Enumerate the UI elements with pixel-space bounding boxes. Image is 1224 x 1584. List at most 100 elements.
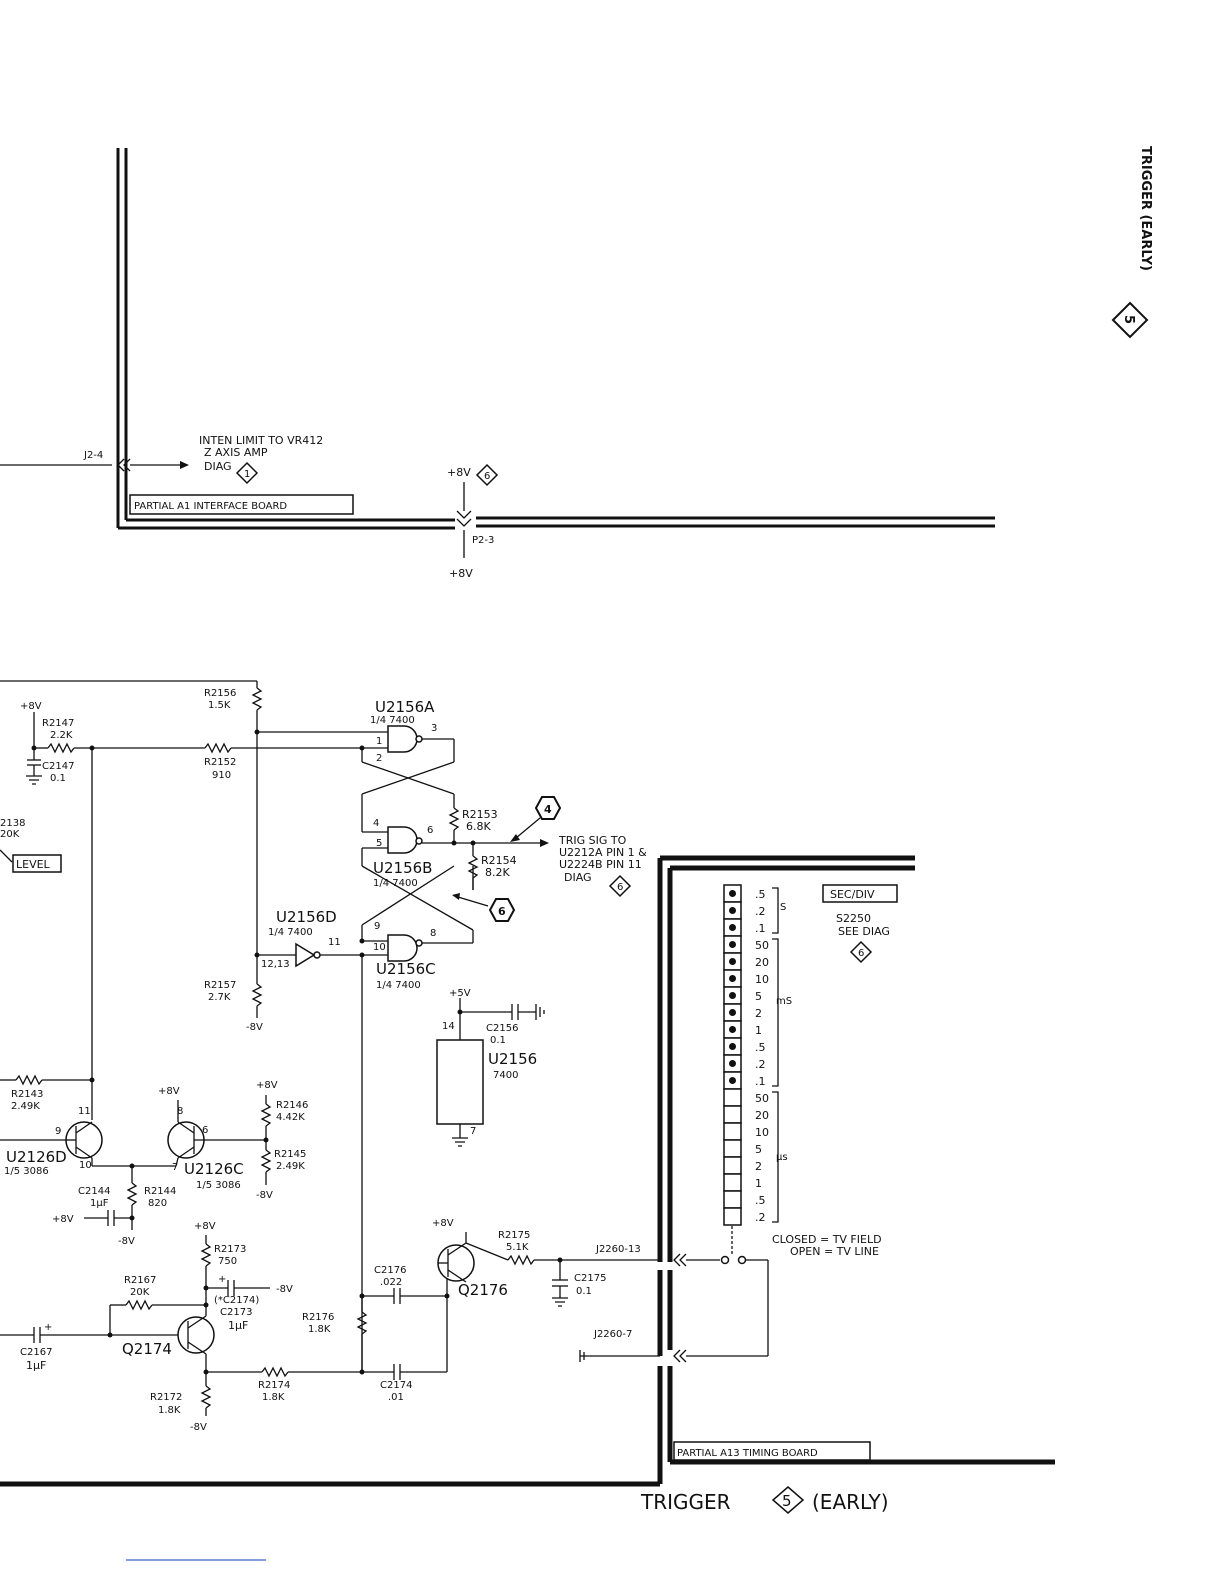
c2147-ref: C2147 <box>42 761 74 772</box>
pin-a2: 2 <box>376 753 382 764</box>
j2-4-label: J2-4 <box>83 450 103 461</box>
interface-board-bus <box>0 148 995 530</box>
inten-limit-text: INTEN LIMIT TO VR412 <box>199 434 323 447</box>
switch-cell <box>723 1190 742 1209</box>
interface-board-label: PARTIAL A1 INTERFACE BOARD <box>134 501 287 512</box>
switch-step-label: 5 <box>755 1143 762 1156</box>
trig-diag-badge: 6 <box>608 874 632 898</box>
tp6-number: 6 <box>498 905 506 918</box>
u2126c-val: 1/5 3086 <box>196 1180 241 1191</box>
r2157-val: 2.7K <box>208 992 231 1003</box>
p8v-q2176-label: +8V <box>432 1218 454 1229</box>
c2173-plus: + <box>218 1274 226 1285</box>
bottom-title-number: 5 <box>782 1492 792 1510</box>
u2156b-type: 1/4 7400 <box>373 878 418 889</box>
switch-contact-dot <box>729 975 736 982</box>
c2147-val: 0.1 <box>50 773 66 784</box>
unit-ms: mS <box>776 996 792 1007</box>
switch-cell <box>723 1156 742 1175</box>
c2173-alt: (*C2174) <box>214 1295 259 1306</box>
pin-c9: 9 <box>374 921 380 932</box>
s2250-diag-number: 6 <box>858 948 864 959</box>
r2173-ref: R2173 <box>214 1244 246 1255</box>
pin-b5: 5 <box>376 838 382 849</box>
u2156-ref: U2156 <box>488 1050 537 1068</box>
r2176-ref: R2176 <box>302 1312 334 1323</box>
level-box <box>12 854 62 873</box>
switch-contact-dot <box>729 1077 736 1084</box>
u2156a-type: 1/4 7400 <box>370 715 415 726</box>
r2154-val: 8.2K <box>485 866 510 879</box>
r2138-ref: 2138 <box>0 818 25 829</box>
switch-step-label: 1 <box>755 1024 762 1037</box>
c2175-val: 0.1 <box>576 1286 592 1297</box>
switch-step-label: .5 <box>755 1194 766 1207</box>
tp6-badge: 6 <box>488 898 516 922</box>
p2-3-label: P2-3 <box>472 535 494 546</box>
inten-diag-number: 1 <box>244 469 250 480</box>
c2176-ref: C2176 <box>374 1265 406 1276</box>
switch-step-label: .2 <box>755 1211 766 1224</box>
pin-c10: 10 <box>373 942 386 953</box>
z-axis-amp-text: Z AXIS AMP <box>204 446 268 459</box>
switch-step-label: 20 <box>755 956 769 969</box>
r2143-val: 2.49K <box>11 1101 40 1112</box>
switch-range-bracket <box>772 1091 779 1223</box>
tv-field-text: CLOSED = TV FIELD <box>772 1233 882 1246</box>
switch-cell <box>723 1105 742 1124</box>
tp4-badge: 4 <box>534 796 562 820</box>
tv-line-text: OPEN = TV LINE <box>790 1245 879 1258</box>
level-label: LEVEL <box>16 858 51 871</box>
switch-contact-dot <box>729 1009 736 1016</box>
m8v-e-label: -8V <box>190 1422 207 1433</box>
switch-step-label: 10 <box>755 973 769 986</box>
s2250-ref: S2250 <box>836 912 871 925</box>
switch-step-label: .5 <box>755 1041 766 1054</box>
r2146-ref: R2146 <box>276 1100 308 1111</box>
switch-contact-dot <box>729 907 736 914</box>
switch-cell <box>723 1088 742 1107</box>
m8v-d-label: -8V <box>276 1284 293 1295</box>
r2147-val: 2.2K <box>50 730 73 741</box>
r2145-val: 2.49K <box>276 1161 305 1172</box>
switch-contact-dot <box>729 941 736 948</box>
c2144-ref: C2144 <box>78 1186 110 1197</box>
c2156-ref: C2156 <box>486 1023 518 1034</box>
timing-board-label: PARTIAL A13 TIMING BOARD <box>677 1448 818 1459</box>
r2156-ref: R2156 <box>204 688 236 699</box>
c2144-val: 1µF <box>90 1198 109 1209</box>
r2152-ref: R2152 <box>204 757 236 768</box>
unit-s: S <box>780 902 786 913</box>
r2157-ref: R2157 <box>204 980 236 991</box>
trig-diag-number: 6 <box>617 882 623 893</box>
r2144-val: 820 <box>148 1198 167 1209</box>
r2156-val: 1.5K <box>208 700 231 711</box>
r2175-ref: R2175 <box>498 1230 530 1241</box>
switch-contact-dot <box>729 1060 736 1067</box>
switch-contact-dot <box>729 924 736 931</box>
q2176-label: Q2176 <box>458 1281 508 1299</box>
r2176-val: 1.8K <box>308 1324 331 1335</box>
s2250-diag-badge: 6 <box>849 940 873 964</box>
pin-qc-c: 8 <box>177 1106 183 1117</box>
switch-cell <box>723 1122 742 1141</box>
u2156c-ref: U2156C <box>376 960 436 978</box>
r2152-val: 910 <box>212 770 231 781</box>
switch-cell <box>723 1139 742 1158</box>
pin-qd-e: 10 <box>79 1160 92 1171</box>
p8v-top-diag-number: 6 <box>484 471 490 482</box>
switch-step-label: 2 <box>755 1160 762 1173</box>
r2154-ref: R2154 <box>481 854 517 867</box>
trig-sig-line3: U2224B PIN 11 <box>559 858 642 871</box>
switch-step-label: 50 <box>755 939 769 952</box>
main-wiring <box>0 680 769 1416</box>
pin-a3: 3 <box>431 723 437 734</box>
pin-gnd7: 7 <box>470 1126 476 1137</box>
switch-step-label: .2 <box>755 1058 766 1071</box>
pin-qd-b: 9 <box>55 1126 61 1137</box>
p8v-left-label: +8V <box>20 701 42 712</box>
inten-diag-text: DIAG <box>204 460 232 473</box>
pin-c8: 8 <box>430 928 436 939</box>
